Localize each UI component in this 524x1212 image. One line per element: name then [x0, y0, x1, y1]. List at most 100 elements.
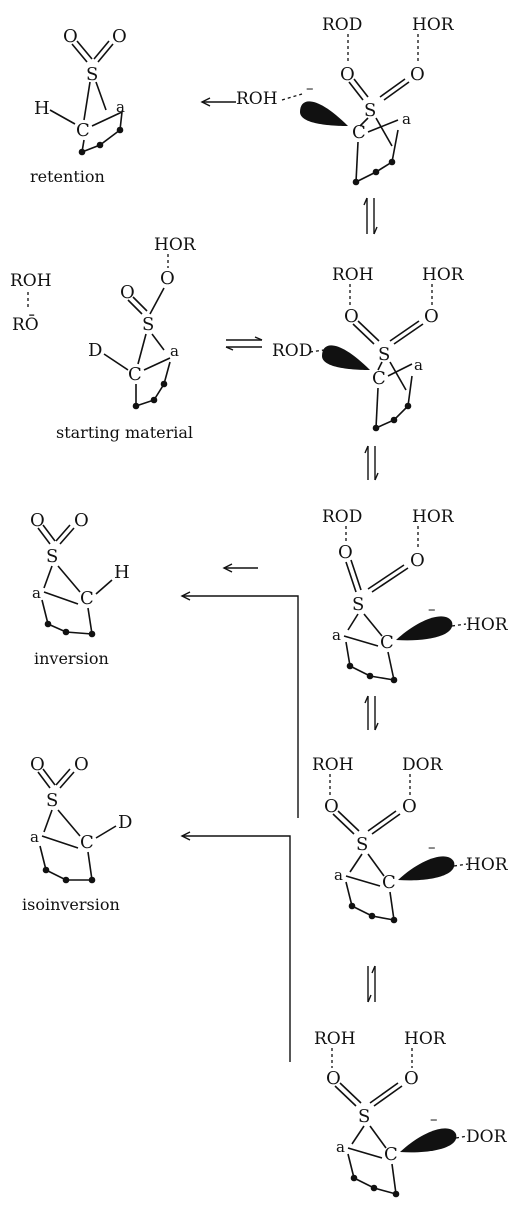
bond [42, 524, 56, 542]
atom-o: O [112, 26, 127, 47]
bond [345, 881, 353, 907]
bond [349, 853, 363, 873]
bond [71, 43, 88, 63]
lone-pair-lobe [398, 856, 455, 881]
ring-atom [390, 676, 398, 684]
ring [355, 129, 399, 183]
carbanion-intermediate-4: ROH DOR O O S a C – HOR [312, 755, 509, 924]
atom-c: C [352, 122, 366, 143]
bond [43, 591, 79, 605]
bond [359, 117, 369, 127]
atom-o: O [30, 510, 45, 531]
bond [379, 78, 406, 98]
atom-c: C [76, 120, 90, 141]
isoinversion-product: O O S a C D isoinversion [22, 754, 132, 914]
charge-minus: – [428, 838, 436, 856]
atom-o: O [120, 282, 135, 303]
bond [345, 875, 381, 887]
equilibrium-arrows [363, 197, 378, 235]
h-bond [451, 623, 467, 627]
solvent-hor: HOR [412, 15, 455, 35]
bond [387, 651, 395, 681]
atom-a: a [332, 626, 341, 644]
ring [47, 623, 93, 635]
ring-atom [368, 912, 376, 920]
atom-o: O [410, 64, 425, 85]
ring-atom [132, 402, 140, 410]
bond [347, 1147, 383, 1159]
caption-inversion: inversion [34, 649, 109, 668]
bond [367, 119, 399, 133]
lone-pair-lobe [396, 616, 453, 641]
bond [132, 296, 148, 312]
bond [76, 40, 93, 60]
atom-c: C [382, 872, 396, 893]
bond [352, 323, 375, 345]
ring-atom [88, 630, 96, 638]
atom-s: S [378, 344, 390, 365]
bond [83, 81, 91, 121]
bond [369, 1125, 387, 1149]
atom-h: H [34, 98, 50, 119]
atom-o: O [338, 542, 353, 563]
bond [391, 1163, 397, 1195]
bond [393, 323, 424, 345]
h-bond [309, 349, 325, 353]
ring-atom [370, 1184, 378, 1192]
lone-pair-lobe [400, 1128, 457, 1153]
atom-a: a [402, 110, 411, 128]
atom-o: O [30, 754, 45, 775]
solvent-hor: HOR [154, 235, 197, 255]
atom-c: C [80, 588, 94, 609]
ring-atom [388, 158, 396, 166]
bond [55, 768, 71, 786]
lone-pair-lobe [300, 101, 348, 126]
bond [87, 851, 93, 881]
charge-minus: – [430, 1110, 438, 1128]
bond [367, 810, 397, 832]
ring-atom [78, 148, 86, 156]
atom-s: S [358, 1106, 370, 1127]
ring-atom [404, 402, 412, 410]
bond [367, 564, 405, 590]
ring-atom [116, 126, 124, 134]
solvent-hor: HOR [422, 265, 465, 285]
bond [332, 813, 355, 835]
bond [363, 613, 383, 637]
ring-atom [348, 902, 356, 910]
solvent-dor: DOR [466, 1127, 508, 1147]
charge-minus: – [428, 600, 436, 618]
atom-c: C [372, 368, 386, 389]
ring-atom [372, 168, 380, 176]
bond [43, 565, 53, 589]
bond [93, 40, 110, 60]
bond [95, 579, 113, 595]
ring-atom [44, 620, 52, 628]
bond [55, 524, 71, 542]
ring-atom [350, 1174, 358, 1182]
bond [59, 527, 75, 545]
atom-o: O [404, 1068, 419, 1089]
bond [59, 771, 75, 789]
solvent-rod: ROD [322, 507, 362, 527]
bond [57, 565, 81, 593]
bond [353, 78, 369, 98]
bond [367, 853, 385, 877]
ring-atom [392, 1190, 400, 1198]
bond [57, 809, 81, 837]
bond [97, 43, 114, 63]
ring [375, 375, 413, 429]
ring-atom [390, 416, 398, 424]
atom-o: O [326, 1068, 341, 1089]
bond [339, 1082, 362, 1104]
solvent-ro-minus: RŌ [12, 314, 39, 335]
h-bond [281, 93, 303, 101]
ring-atom [62, 628, 70, 636]
atom-s: S [352, 594, 364, 615]
bond [87, 607, 93, 635]
bond [375, 117, 393, 147]
solvent-rod: ROD [322, 15, 362, 35]
bond [143, 357, 171, 371]
solvent-hor: HOR [412, 507, 455, 527]
bond [389, 361, 407, 391]
